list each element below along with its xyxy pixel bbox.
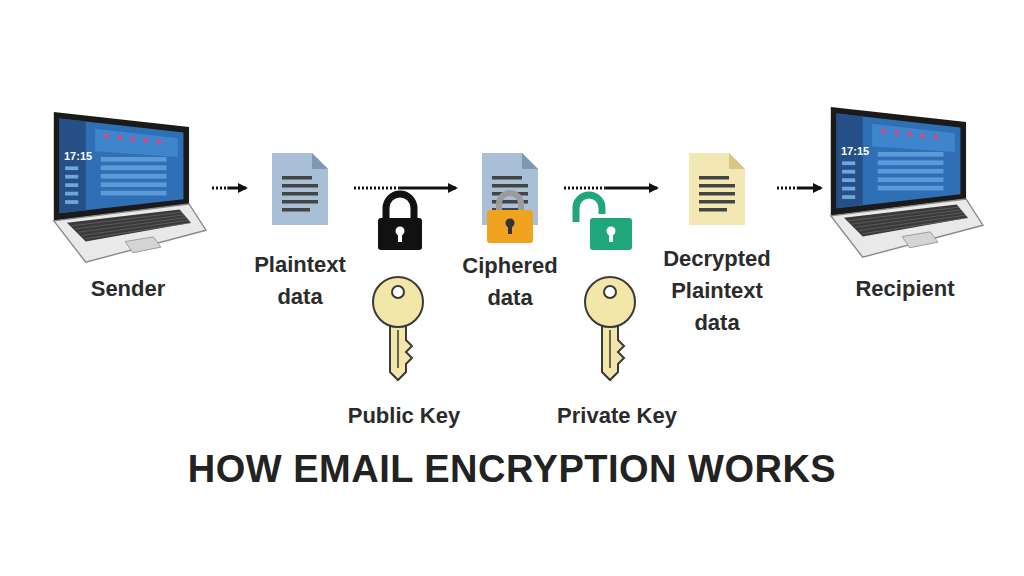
lock-open [576,195,632,250]
document-icon [480,152,540,247]
flow-node: Sender [48,110,208,305]
node-label: Plaintext data [250,249,350,313]
flow-arrow [354,188,456,189]
screen-clock: 17:15 [841,145,869,157]
key-label: Public Key [348,403,460,429]
diagram-title: HOW EMAIL ENCRYPTION WORKS [0,448,1024,491]
key-label: Private Key [557,403,677,429]
laptop-icon [48,110,208,265]
public-key [373,277,423,380]
document-icon [270,152,330,227]
node-label: Sender [48,273,208,305]
lock-closed [378,194,422,250]
flow-node: Ciphered data [460,152,560,314]
laptop-icon [825,105,985,260]
flow-node: Plaintext data [250,152,350,313]
private-key [585,277,635,380]
flow-arrow [212,188,246,189]
flow-node: Decrypted Plaintext data [661,152,773,339]
flow-node: Recipient [825,105,985,305]
node-label: Decrypted Plaintext data [661,243,773,339]
flow-arrow [564,188,657,189]
flow-arrow [777,188,821,189]
node-label: Ciphered data [460,250,560,314]
node-label: Recipient [825,273,985,305]
screen-clock: 17:15 [64,150,92,162]
document-icon [687,152,747,227]
